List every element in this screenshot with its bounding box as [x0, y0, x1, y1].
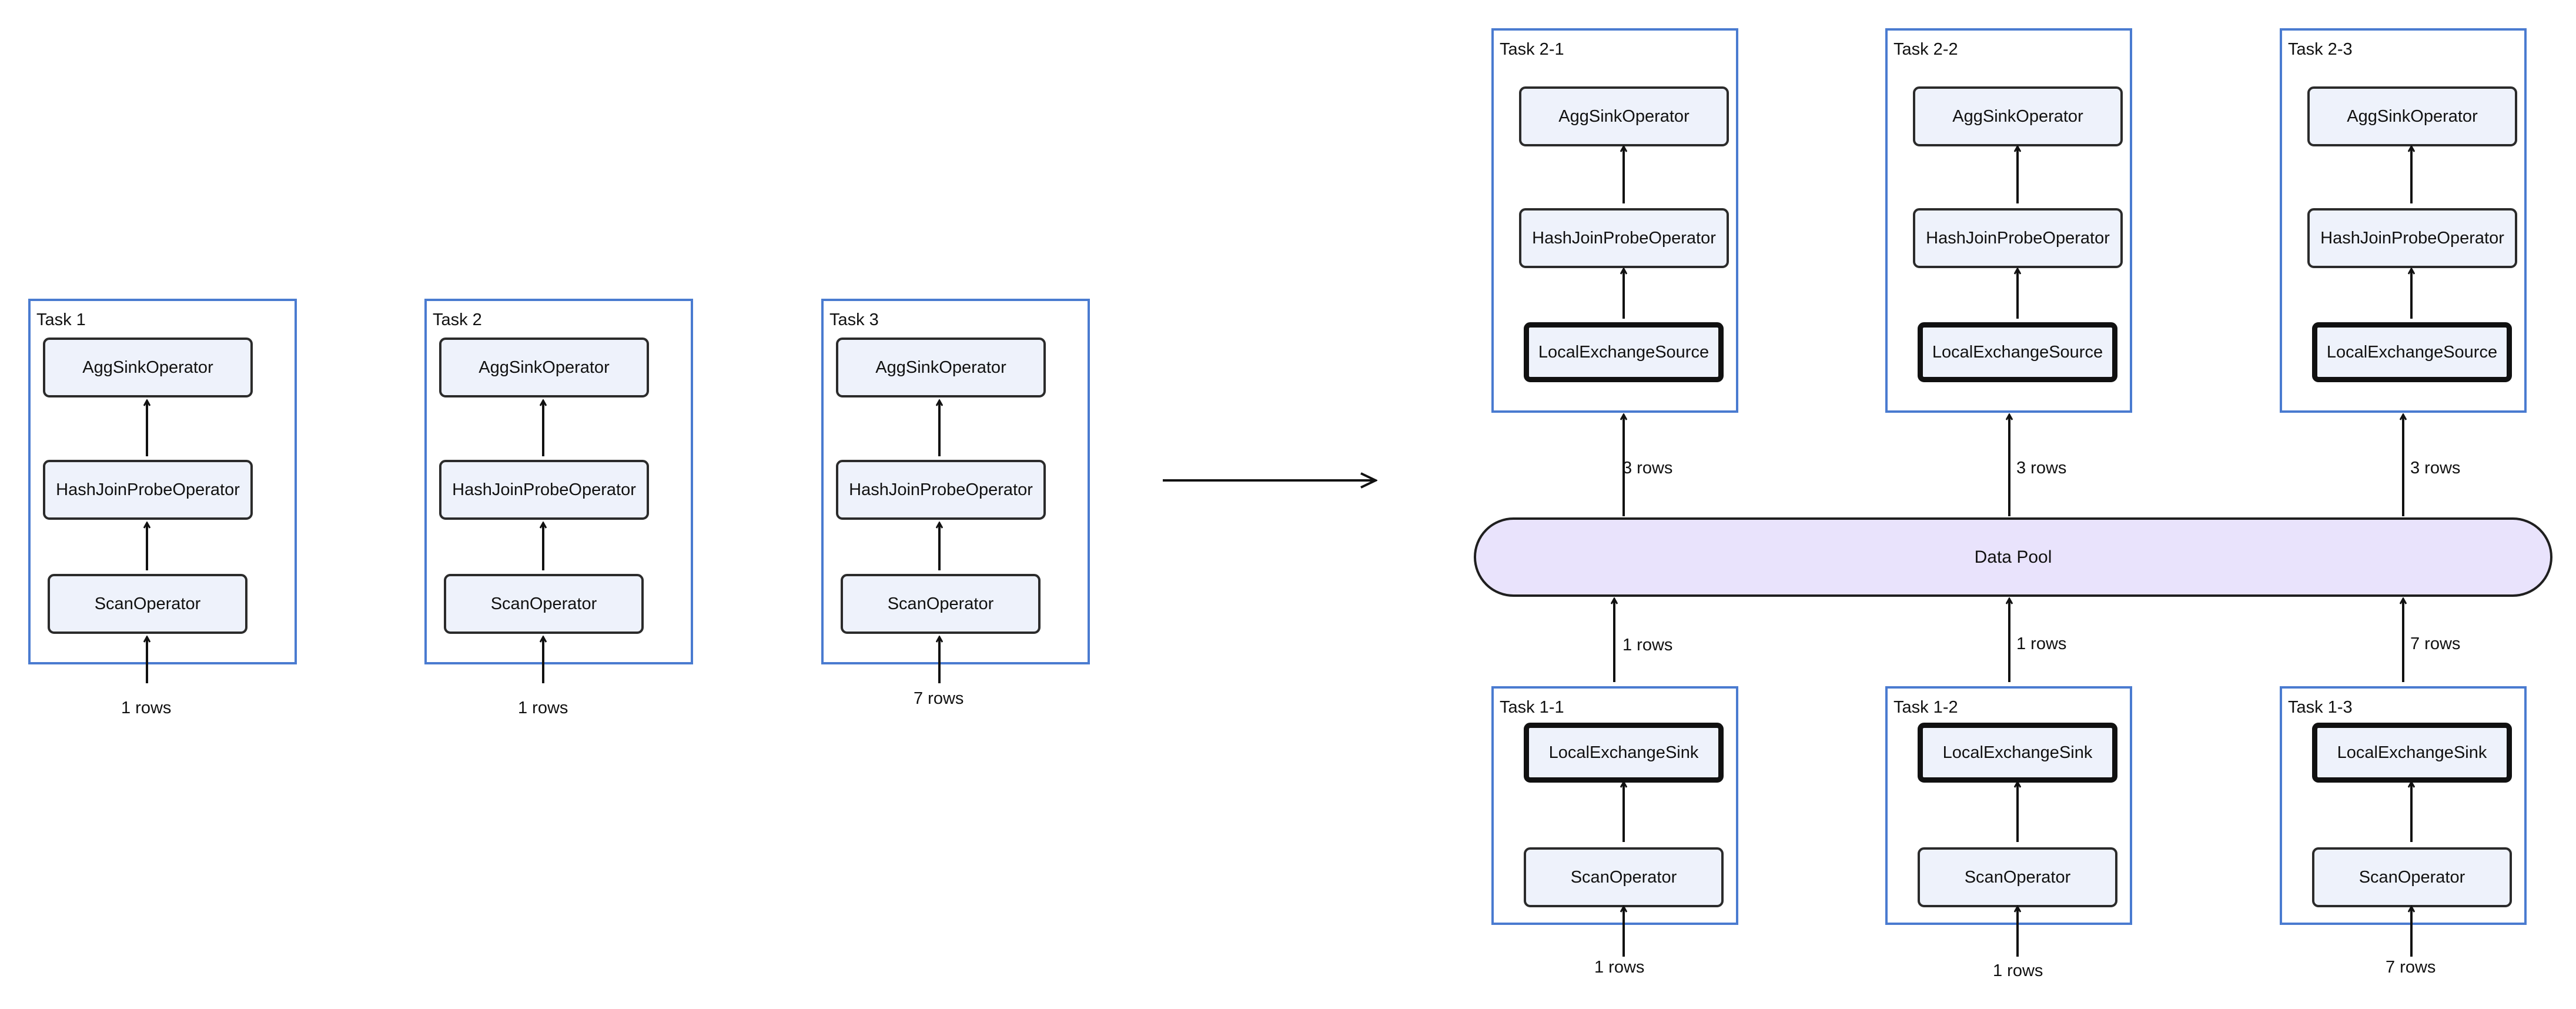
scan-operator: ScanOperator — [1918, 847, 2117, 907]
task-title: Task 2-3 — [2288, 40, 2353, 59]
task-title: Task 2-1 — [1500, 40, 1564, 59]
pool-input-rows-label: 7 rows — [2410, 634, 2461, 653]
task-2-2: Task 2-2 AggSinkOperator HashJoinProbeOp… — [1885, 28, 2132, 413]
output-rows-label: 3 rows — [1622, 459, 1673, 477]
output-rows-label: 3 rows — [2016, 459, 2067, 477]
task-title: Task 1-1 — [1500, 698, 1564, 717]
task-2-1: Task 2-1 AggSinkOperator HashJoinProbeOp… — [1491, 28, 1738, 413]
agg-sink-operator: AggSinkOperator — [1913, 86, 2123, 146]
input-rows-label: 7 rows — [2386, 958, 2436, 977]
task-1-2: Task 1-2 LocalExchangeSink ScanOperator — [1885, 686, 2132, 925]
task-2-3: Task 2-3 AggSinkOperator HashJoinProbeOp… — [2280, 28, 2527, 413]
local-exchange-sink: LocalExchangeSink — [1524, 723, 1724, 783]
hash-join-probe-operator: HashJoinProbeOperator — [836, 460, 1046, 520]
output-rows-label: 3 rows — [2410, 459, 2461, 477]
scan-operator: ScanOperator — [2312, 847, 2512, 907]
task-title: Task 1-3 — [2288, 698, 2353, 717]
agg-sink-operator: AggSinkOperator — [43, 338, 253, 397]
data-pool: Data Pool — [1474, 517, 2552, 597]
task-1-3: Task 1-3 LocalExchangeSink ScanOperator — [2280, 686, 2527, 925]
task-2: Task 2 AggSinkOperator HashJoinProbeOper… — [424, 299, 693, 664]
hash-join-probe-operator: HashJoinProbeOperator — [1519, 208, 1729, 268]
task-title: Task 1-2 — [1893, 698, 1958, 717]
input-rows-label: 1 rows — [121, 699, 172, 717]
hash-join-probe-operator: HashJoinProbeOperator — [439, 460, 649, 520]
input-rows-label: 7 rows — [914, 689, 964, 708]
hash-join-probe-operator: HashJoinProbeOperator — [1913, 208, 2123, 268]
local-exchange-sink: LocalExchangeSink — [1918, 723, 2117, 783]
local-exchange-source: LocalExchangeSource — [2312, 322, 2512, 382]
task-1-1: Task 1-1 LocalExchangeSink ScanOperator — [1491, 686, 1738, 925]
task-title: Task 1 — [36, 310, 86, 329]
agg-sink-operator: AggSinkOperator — [836, 338, 1046, 397]
hash-join-probe-operator: HashJoinProbeOperator — [2307, 208, 2517, 268]
scan-operator: ScanOperator — [841, 574, 1041, 634]
scan-operator: ScanOperator — [1524, 847, 1724, 907]
task-3: Task 3 AggSinkOperator HashJoinProbeOper… — [821, 299, 1090, 664]
input-rows-label: 1 rows — [1594, 958, 1645, 977]
agg-sink-operator: AggSinkOperator — [439, 338, 649, 397]
pool-input-rows-label: 1 rows — [2016, 634, 2067, 653]
task-1: Task 1 AggSinkOperator HashJoinProbeOper… — [28, 299, 297, 664]
scan-operator: ScanOperator — [444, 574, 644, 634]
local-exchange-source: LocalExchangeSource — [1524, 322, 1724, 382]
task-title: Task 2 — [433, 310, 482, 329]
local-exchange-sink: LocalExchangeSink — [2312, 723, 2512, 783]
input-rows-label: 1 rows — [518, 699, 568, 717]
task-title: Task 3 — [829, 310, 879, 329]
input-rows-label: 1 rows — [1993, 961, 2043, 980]
scan-operator: ScanOperator — [48, 574, 247, 634]
local-exchange-source: LocalExchangeSource — [1918, 322, 2117, 382]
agg-sink-operator: AggSinkOperator — [2307, 86, 2517, 146]
task-title: Task 2-2 — [1893, 40, 1958, 59]
hash-join-probe-operator: HashJoinProbeOperator — [43, 460, 253, 520]
pool-input-rows-label: 1 rows — [1622, 636, 1673, 654]
